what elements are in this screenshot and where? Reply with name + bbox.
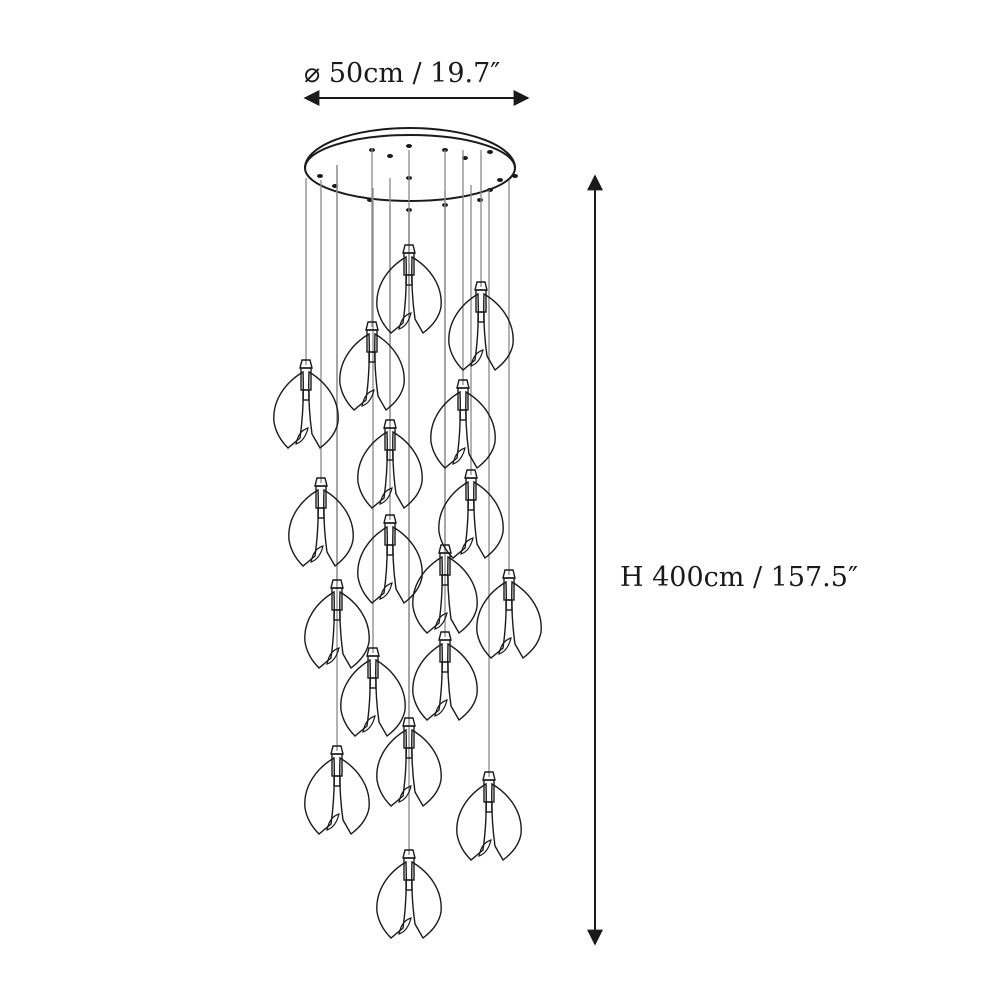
pendant-light [412, 631, 478, 722]
pendant-light [288, 477, 354, 568]
pendant-light [340, 647, 406, 738]
pendant-light [376, 849, 442, 940]
pendant-light [357, 419, 423, 510]
height-dimension-label: H 400cm / 157.5″ [620, 562, 859, 593]
pendant-light [438, 469, 504, 560]
pendant-light [456, 771, 522, 862]
pendant-light [273, 359, 339, 450]
pendant-light [430, 379, 496, 470]
pendant-light [304, 579, 370, 670]
pendant-light [376, 717, 442, 808]
ceiling-canopy [304, 127, 516, 202]
pendant-light [376, 244, 442, 335]
pendant-light [412, 544, 478, 635]
pendant-light [339, 321, 405, 412]
pendant-light [357, 514, 423, 605]
pendant-lights [273, 244, 542, 940]
pendant-light [448, 281, 514, 372]
width-dimension-label: ⌀ 50cm / 19.7″ [304, 58, 501, 89]
pendant-light [304, 745, 370, 836]
pendant-light [476, 569, 542, 660]
